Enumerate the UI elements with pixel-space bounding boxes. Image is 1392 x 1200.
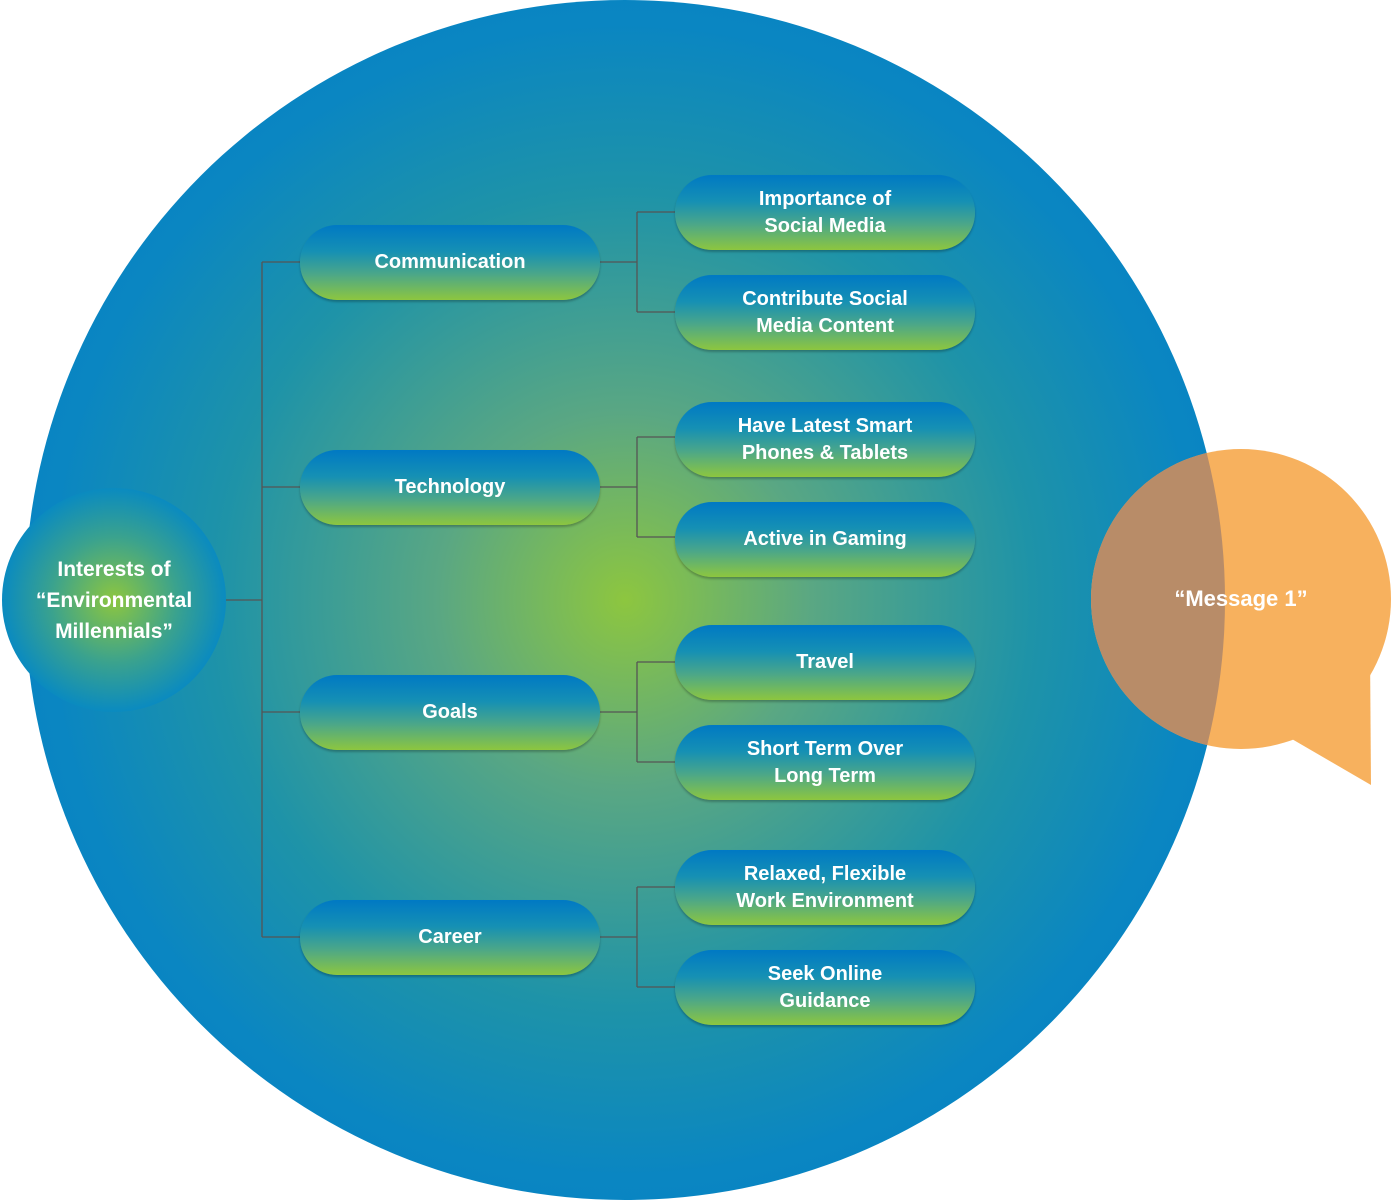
sub-connector-goals [600,661,675,763]
sub-item-social-media-importance: Importance of Social Media [675,175,975,250]
sub-item-social-media-content: Contribute Social Media Content [675,275,975,350]
category-technology: Technology [300,450,600,525]
sub-item-label: Importance of Social Media [758,187,892,237]
category-goals: Goals [300,675,600,750]
message-label: “Message 1” [1174,586,1308,611]
sub-connector-communication [600,211,675,313]
category-career: Career [300,900,600,975]
sub-item-travel: Travel [675,625,975,700]
sub-item-label: Have Latest Smart Phones & Tablets [737,414,913,464]
bubble-overlap-region [1091,449,1225,749]
message-bubble: “Message 1” [1091,449,1391,749]
sub-item-gaming: Active in Gaming [675,502,975,577]
sub-connector-technology [600,436,675,538]
category-label: Communication [374,251,526,273]
sub-item-label: Travel [796,651,854,673]
sub-item-label: Short Term Over Long Term [746,737,904,787]
sub-item-label: Seek Online Guidance [767,962,883,1012]
sub-item-label: Active in Gaming [743,528,907,550]
category-label: Technology [394,476,506,498]
category-label: Career [418,926,482,948]
sub-item-smart-phones: Have Latest Smart Phones & Tablets [675,402,975,477]
sub-item-flexible-work: Relaxed, Flexible Work Environment [675,850,975,925]
sub-item-label: Relaxed, Flexible Work Environment [736,862,914,912]
sub-item-label: Contribute Social Media Content [742,287,908,337]
sub-item-short-term: Short Term Over Long Term [675,725,975,800]
category-communication: Communication [300,225,600,300]
sub-item-online-guidance: Seek Online Guidance [675,950,975,1025]
category-label: Goals [422,701,478,723]
root-node-label: Interests of “Environmental Millennials” [35,557,193,643]
sub-connector-career [600,886,675,988]
root-node: Interests of “Environmental Millennials” [2,488,226,712]
